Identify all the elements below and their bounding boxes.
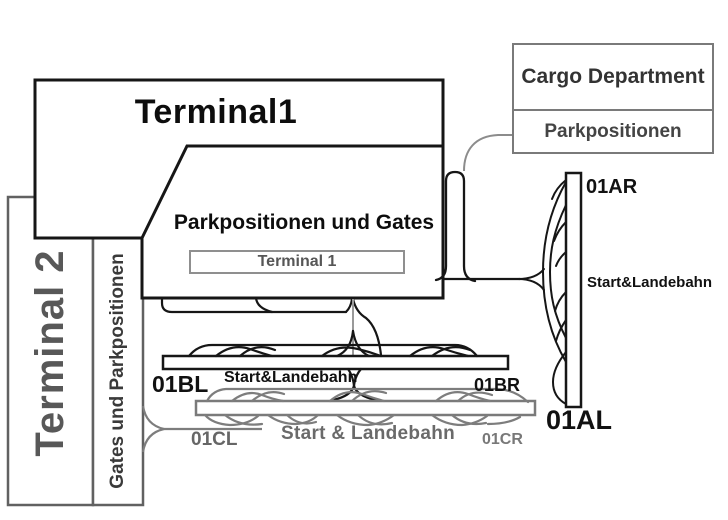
- label-01cr: 01CR: [482, 431, 523, 448]
- parkpositionen-gates-label: Parkpositionen und Gates: [173, 211, 435, 234]
- cargo-department-box: Cargo Department Parkpositionen: [512, 43, 714, 154]
- label-01bl: 01BL: [152, 371, 209, 397]
- runway-a-name: Start&Landebahn: [587, 274, 713, 291]
- gates-parkpositionen-label: Gates und Parkpositionen: [107, 253, 128, 489]
- label-01br: 01BR: [474, 375, 521, 395]
- label-01ar: 01AR: [586, 176, 638, 198]
- terminal1-title: Terminal1: [134, 93, 298, 131]
- gates-parkpositionen-box: [91, 236, 145, 507]
- terminal2-title: Terminal 2: [28, 249, 72, 457]
- gates-taxiway-junction: [141, 405, 262, 453]
- runway-a-exits: [517, 179, 567, 405]
- runway-01b: [161, 354, 510, 371]
- terminal2-box: [6, 195, 95, 507]
- terminal1-building: [33, 78, 445, 300]
- terminal1-box-label: Terminal 1: [189, 250, 405, 274]
- runway-b-taxiways: [187, 329, 479, 358]
- terminal1-divider: [140, 144, 443, 239]
- runway-c-name: Start & Landebahn: [281, 423, 456, 444]
- runway-b-name: Start&Landebahn: [224, 369, 358, 386]
- apron-taxiway: [160, 296, 383, 357]
- cargo-department-title: Cargo Department: [512, 43, 714, 111]
- terminal-runway-a-taxiway: [434, 170, 522, 283]
- runway-c-taxiways: [203, 387, 530, 427]
- cargo-parkpositionen-label: Parkpositionen: [512, 109, 714, 154]
- runway-01c: [194, 399, 537, 417]
- label-01al: 01AL: [546, 405, 613, 435]
- label-01cl: 01CL: [191, 429, 238, 450]
- runway-01a: [564, 171, 583, 409]
- cargo-access-taxiway: [463, 134, 513, 172]
